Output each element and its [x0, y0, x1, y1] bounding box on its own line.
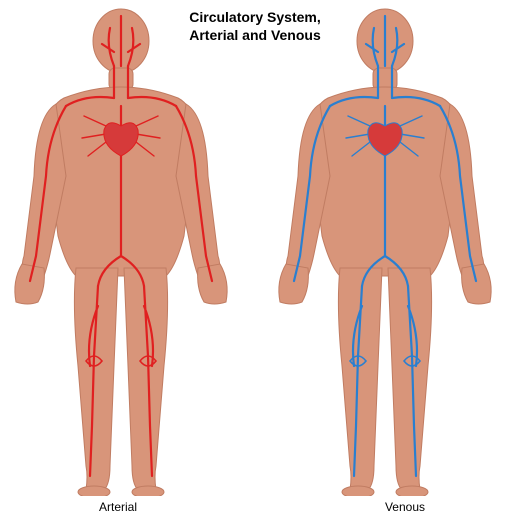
venous-caption: Venous	[345, 500, 465, 514]
arterial-figure	[6, 6, 236, 496]
venous-figure	[270, 6, 500, 496]
arterial-caption: Arterial	[58, 500, 178, 514]
